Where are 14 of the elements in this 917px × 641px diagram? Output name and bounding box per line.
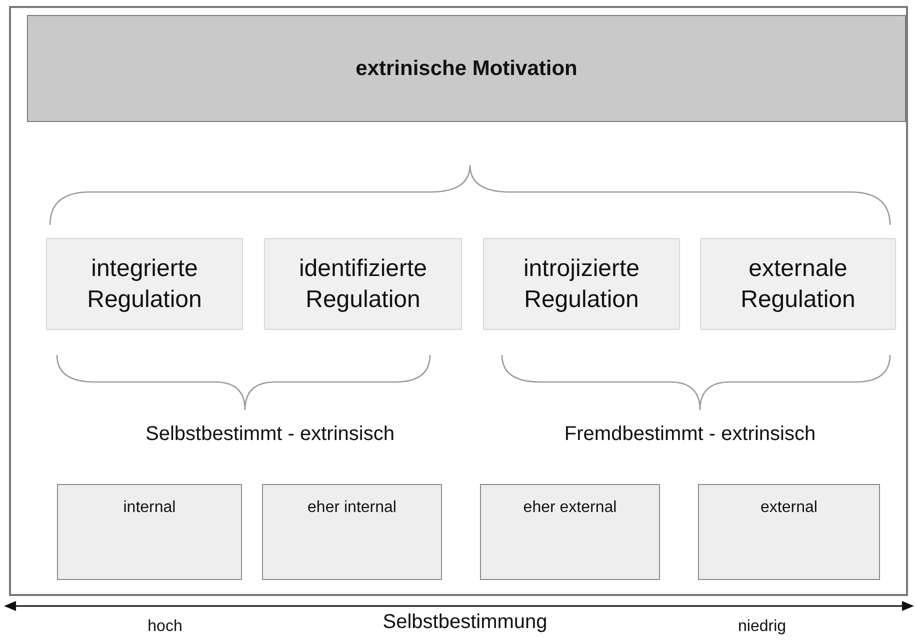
regulation-box: externale Regulation [700,238,896,330]
scale-label: niedrig [738,618,786,636]
scale-label: hoch [148,618,182,636]
regulation-box: integrierte Regulation [46,238,243,330]
scale-title: Selbstbestimmung [382,611,548,634]
level-box: internal [57,484,242,580]
level-box: eher external [480,484,660,580]
group-label: Selbstbestimmt - extrinsisch [146,423,394,446]
level-box: eher internal [262,484,442,580]
regulation-box: identifizierte Regulation [264,238,462,330]
title-band: extrinische Motivation [27,15,906,122]
level-box: external [698,484,880,580]
regulation-box: introjizierte Regulation [483,238,680,330]
group-label: Fremdbestimmt - extrinsisch [564,423,816,446]
